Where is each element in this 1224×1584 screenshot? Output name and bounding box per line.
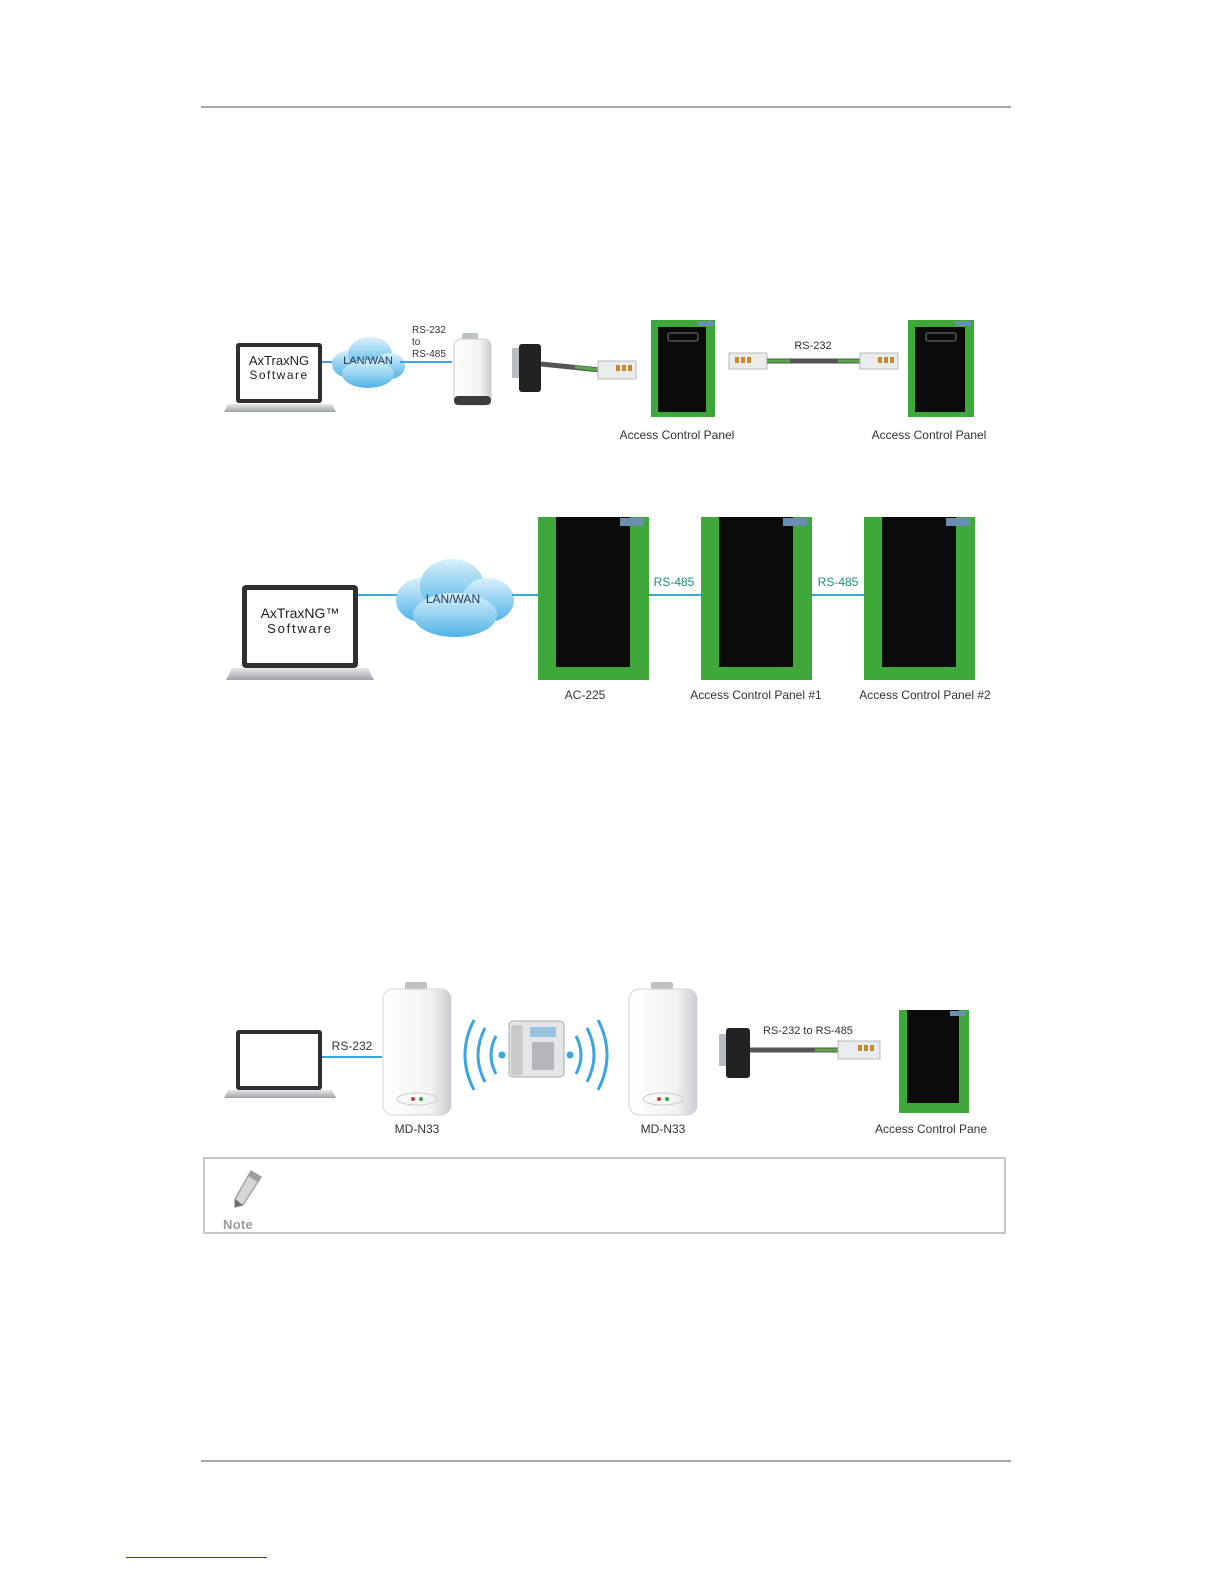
panel-acp2-label: Access Control Panel #2	[859, 688, 991, 702]
panel-acp2	[864, 517, 975, 680]
laptop-2: AxTraxNG™ Software	[226, 585, 374, 680]
modem-1-label: MD-N33	[395, 1122, 440, 1136]
access-panel-3	[899, 1010, 969, 1113]
cloud-2-label: LAN/WAN	[426, 592, 480, 606]
cloud-1: LAN/WAN	[332, 337, 405, 388]
access-panel-2	[908, 320, 974, 417]
db-cable-1	[512, 344, 636, 392]
laptop-1: AxTraxNG Software	[224, 343, 336, 412]
diagram-3: RS-232 MD-N33	[224, 982, 987, 1136]
rs232-label-3: RS-232	[332, 1039, 373, 1053]
cloud-2: LAN/WAN	[396, 559, 514, 637]
rs232-link	[729, 353, 898, 369]
panel-ac225	[538, 517, 649, 680]
pencil-icon	[227, 1167, 267, 1211]
note-box: Note	[203, 1157, 1006, 1234]
panel-ac225-label: AC-225	[565, 688, 606, 702]
cloud-1-label: LAN/WAN	[343, 355, 393, 367]
panel-acp1	[701, 517, 812, 680]
converter-label-line3: RS-485	[412, 349, 446, 360]
converter-device	[454, 333, 491, 405]
modem-2-label: MD-N33	[641, 1122, 686, 1136]
telephone-icon	[509, 1021, 564, 1077]
diagram-2: AxTraxNG™ Software LAN/WAN AC-225 RS-485…	[226, 517, 991, 702]
laptop-3	[224, 1030, 336, 1098]
modem-1	[383, 982, 451, 1115]
panel-acp1-label: Access Control Panel #1	[690, 688, 822, 702]
converter-label-line1: RS-232	[412, 325, 446, 336]
modem-2	[629, 982, 697, 1115]
rs485-link-1-label: RS-485	[654, 575, 695, 589]
laptop-1-text-line2: Software	[249, 368, 308, 382]
cable-label-3: RS-232 to RS-485	[763, 1025, 853, 1037]
note-label: Note	[223, 1217, 253, 1232]
laptop-1-text-line1: AxTraxNG	[249, 353, 309, 368]
laptop-2-text-line1: AxTraxNG™	[261, 605, 340, 621]
laptop-2-text-line2: Software	[267, 621, 333, 636]
panel-2-label: Access Control Panel	[872, 428, 987, 442]
rs485-link-2-label: RS-485	[818, 575, 859, 589]
access-panel-1	[651, 320, 715, 417]
rs232-link-label: RS-232	[794, 340, 831, 352]
converter-label-line2: to	[412, 337, 421, 348]
panel-3-label: Access Control Pane	[875, 1122, 987, 1136]
panel-1-label: Access Control Panel	[620, 428, 735, 442]
diagram-1: AxTraxNG Software LAN/WAN RS-232 to RS-4…	[224, 320, 986, 442]
